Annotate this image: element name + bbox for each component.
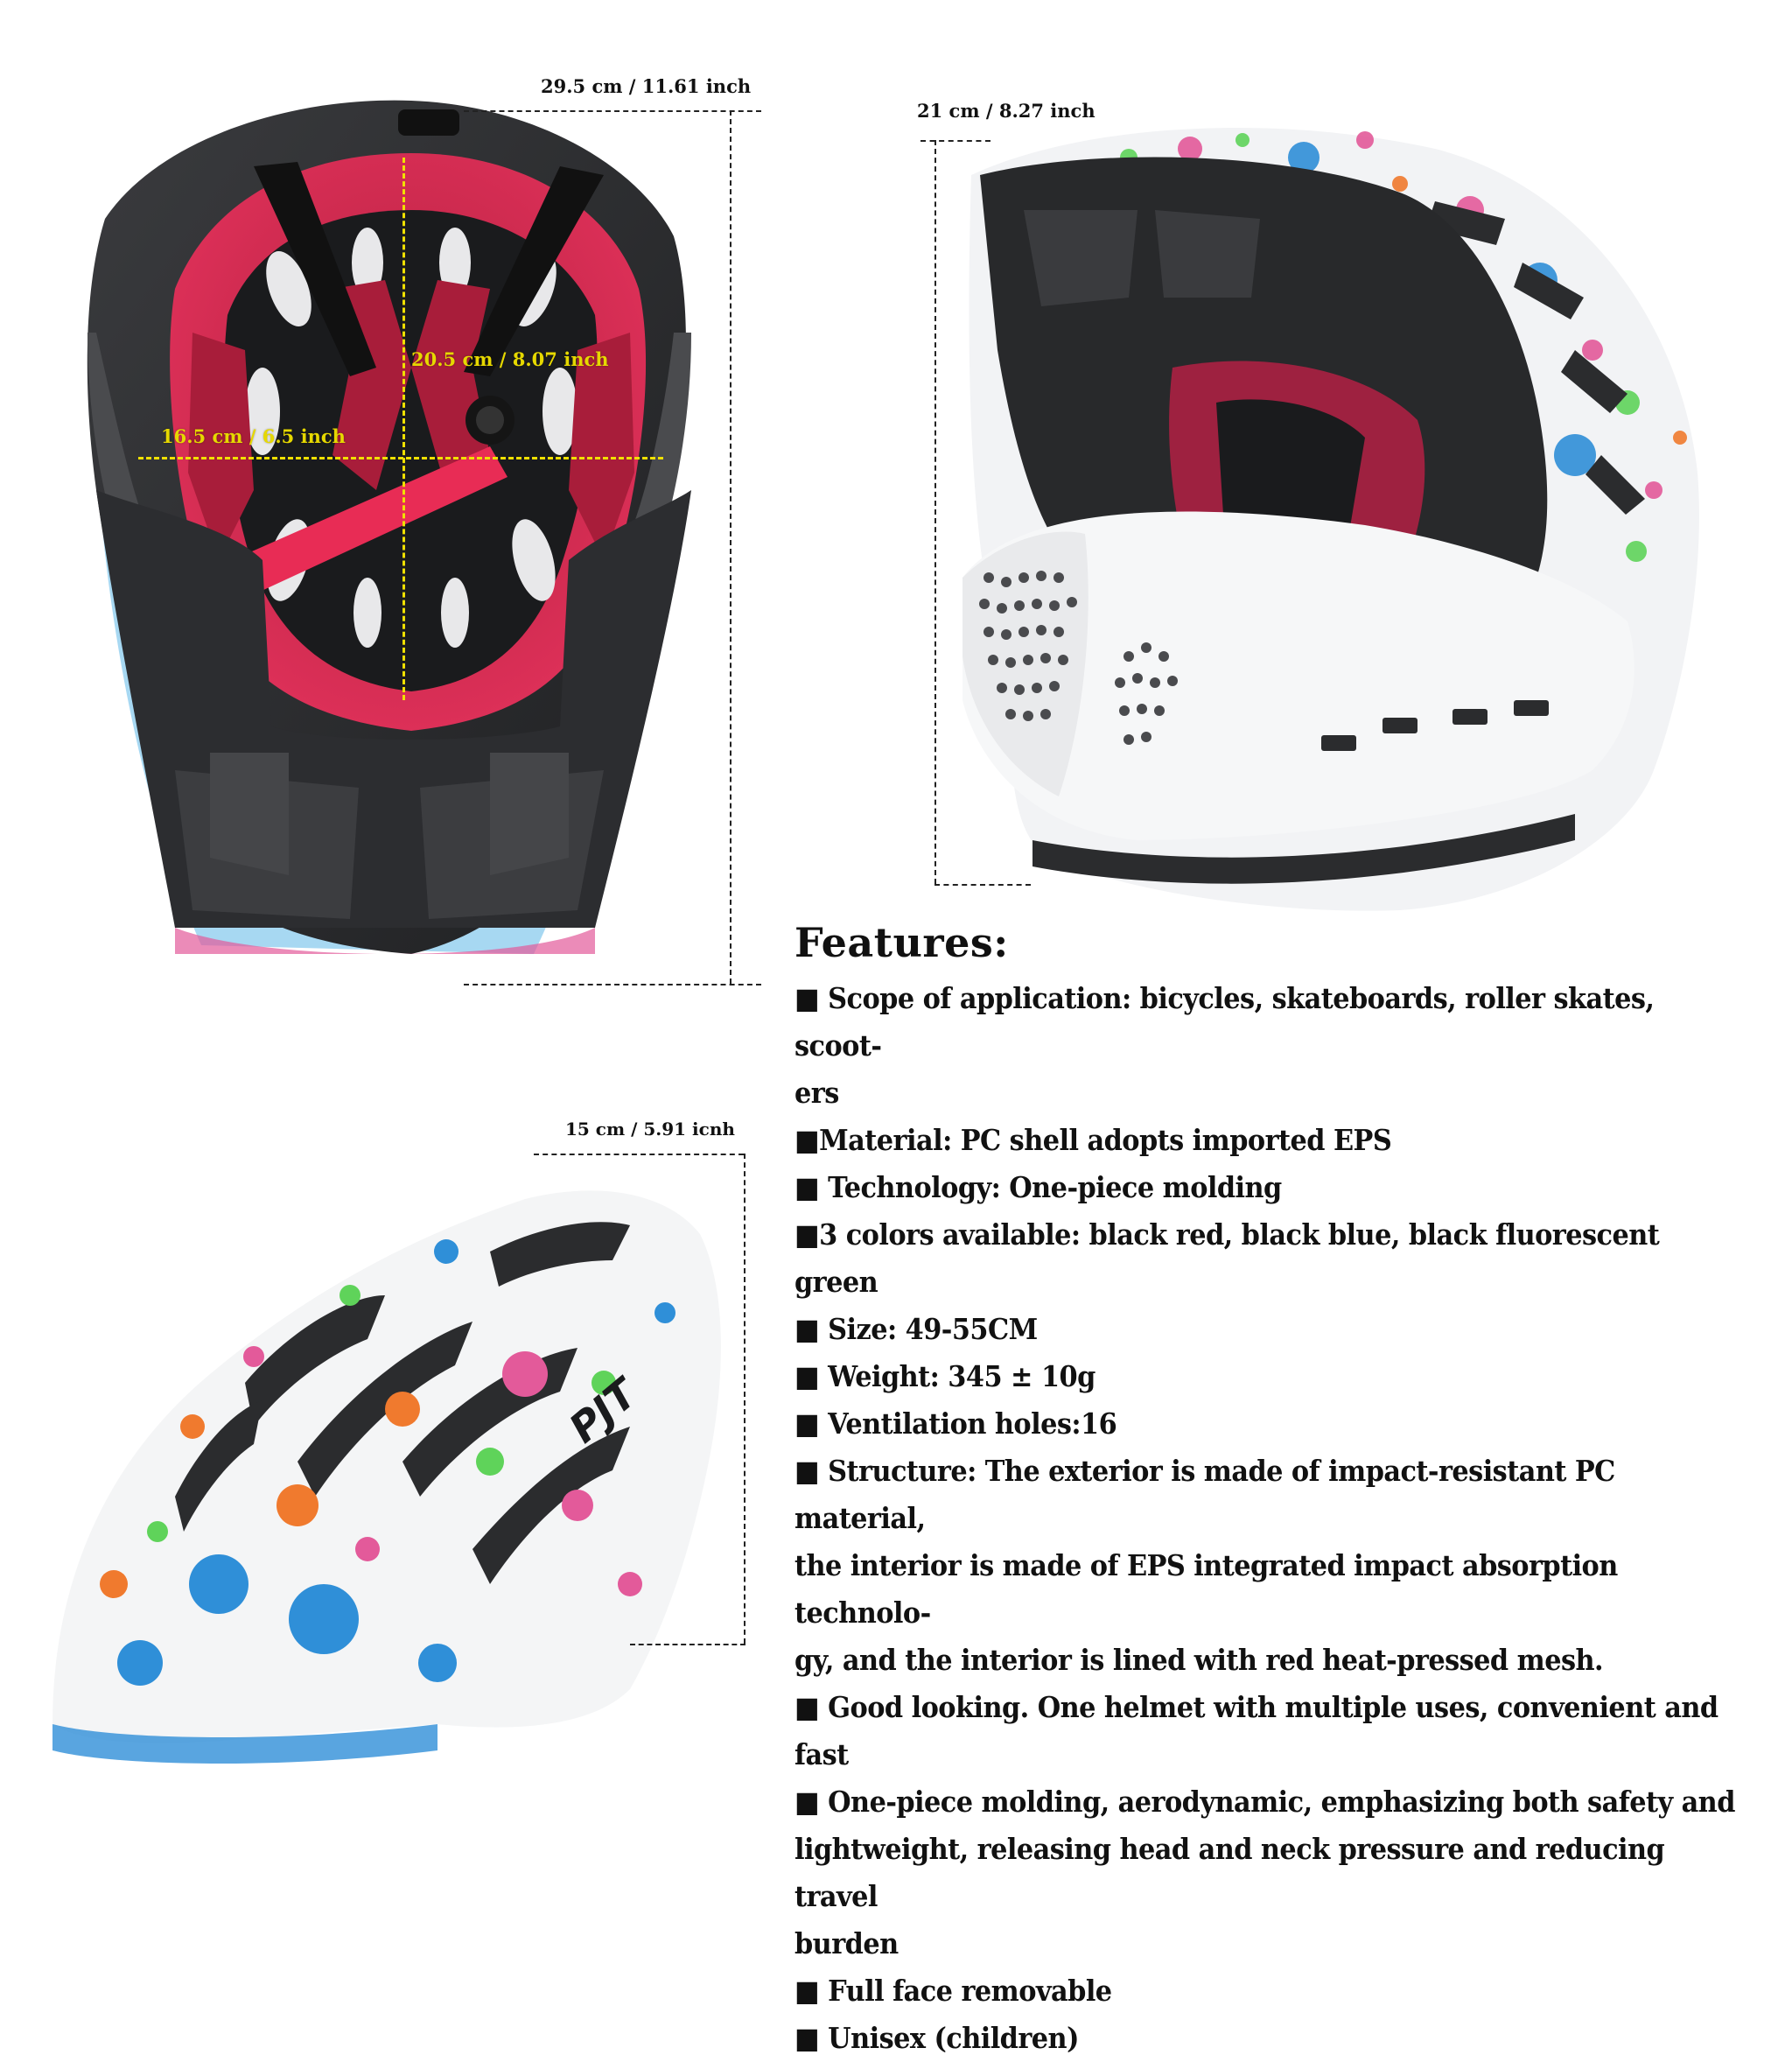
feature-item: ■ Structure: The exterior is made of imp…: [794, 1454, 1615, 1535]
small-height-label: 15 cm / 5.91 icnh: [565, 1119, 735, 1140]
features-list: ■ Scope of application: bicycles, skateb…: [794, 975, 1774, 2062]
feature-item: ■ Technology: One-piece molding: [794, 1170, 1282, 1204]
features-section: Features: ■ Scope of application: bicycl…: [794, 919, 1774, 2062]
top-width-guide-line: [464, 110, 761, 112]
side-bottom-guide-line: [934, 884, 1031, 886]
top-width-label: 29.5 cm / 11.61 inch: [541, 75, 752, 97]
inner-length-label: 20.5 cm / 8.07 inch: [411, 348, 609, 370]
small-top-guide-line: [534, 1154, 744, 1155]
helmet-full-face-panel: 21 cm / 8.27 inch: [910, 88, 1785, 928]
feature-item: ■3 colors available: black red, black bl…: [794, 1217, 1660, 1299]
height-guide-line: [730, 110, 732, 984]
small-bottom-guide-line: [630, 1644, 746, 1645]
feature-item: burden: [794, 1926, 899, 1960]
side-height-guide-line: [934, 140, 936, 884]
full-face-helmet-illustration: [962, 128, 1699, 911]
feature-item: ■ Good looking. One helmet with multiple…: [794, 1690, 1718, 1771]
side-depth-guide-line: [920, 140, 990, 142]
small-height-guide-line: [744, 1154, 746, 1644]
feature-item: ■ Full face removable: [794, 1974, 1112, 2008]
half-shell-helmet-illustration: [52, 1190, 721, 1764]
side-depth-label: 21 cm / 8.27 inch: [917, 100, 1096, 122]
inner-width-label: 16.5 cm / 6.5 inch: [161, 425, 346, 447]
feature-item: lightweight, releasing head and neck pre…: [794, 1832, 1665, 1913]
feature-item: ■ Scope of application: bicycles, skateb…: [794, 981, 1655, 1063]
feature-item: ers: [794, 1076, 839, 1110]
features-title: Features:: [794, 919, 1009, 966]
feature-item: the interior is made of EPS integrated i…: [794, 1548, 1618, 1630]
inner-width-guide-line: [138, 457, 663, 459]
feature-item: ■ Ventilation holes:16: [794, 1406, 1117, 1441]
helmet-half-shell-panel: PJT 15 cm / 5.91 icnh: [35, 1094, 788, 1777]
helmet-inside-illustration: [87, 100, 691, 955]
inner-length-guide-line: [402, 158, 405, 700]
bottom-guide-line: [464, 984, 761, 985]
helmet-inside-view-panel: 29.5 cm / 11.61 inch 20.5 cm / 8.07 inch…: [0, 0, 788, 998]
feature-item: ■Material: PC shell adopts imported EPS: [794, 1123, 1392, 1157]
feature-item: ■ One-piece molding, aerodynamic, emphas…: [794, 1785, 1735, 1819]
feature-item: ■ Unisex (children): [794, 2021, 1079, 2055]
feature-item: ■ Size: 49-55CM: [794, 1312, 1038, 1346]
feature-item: gy, and the interior is lined with red h…: [794, 1643, 1604, 1677]
feature-item: ■ Weight: 345 ± 10g: [794, 1359, 1096, 1393]
